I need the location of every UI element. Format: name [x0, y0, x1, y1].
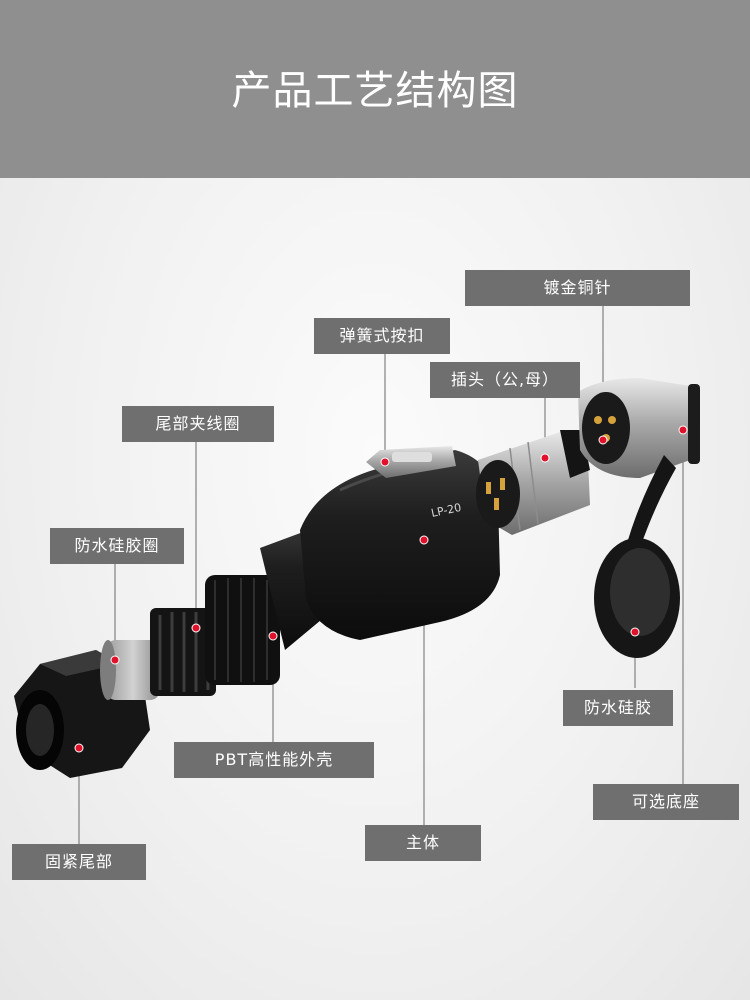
main-body: LP-20 [300, 450, 500, 640]
label-silicone-cap: 防水硅胶 [563, 690, 673, 726]
label-tail-clamp: 尾部夹线圈 [122, 406, 274, 442]
optional-socket [578, 378, 700, 478]
model-text: LP-20 [430, 501, 463, 520]
label-gold-pin: 镀金铜针 [465, 270, 690, 306]
label-silicone-ring: 防水硅胶圈 [50, 528, 184, 564]
label-fastening-tail: 固紧尾部 [12, 844, 146, 880]
label-main-body: 主体 [365, 825, 481, 861]
label-plug: 插头（公,母） [430, 362, 580, 398]
silicone-ring [100, 640, 160, 700]
header-banner: 产品工艺结构图 [0, 0, 750, 178]
label-pbt-shell: PBT高性能外壳 [174, 742, 374, 778]
spring-button [366, 446, 456, 478]
silicone-cap [594, 455, 680, 658]
label-spring-button: 弹簧式按扣 [314, 318, 450, 354]
label-optional-socket: 可选底座 [593, 784, 739, 820]
page-title: 产品工艺结构图 [231, 68, 519, 114]
plug [476, 430, 590, 535]
marker-dots [74, 425, 688, 753]
